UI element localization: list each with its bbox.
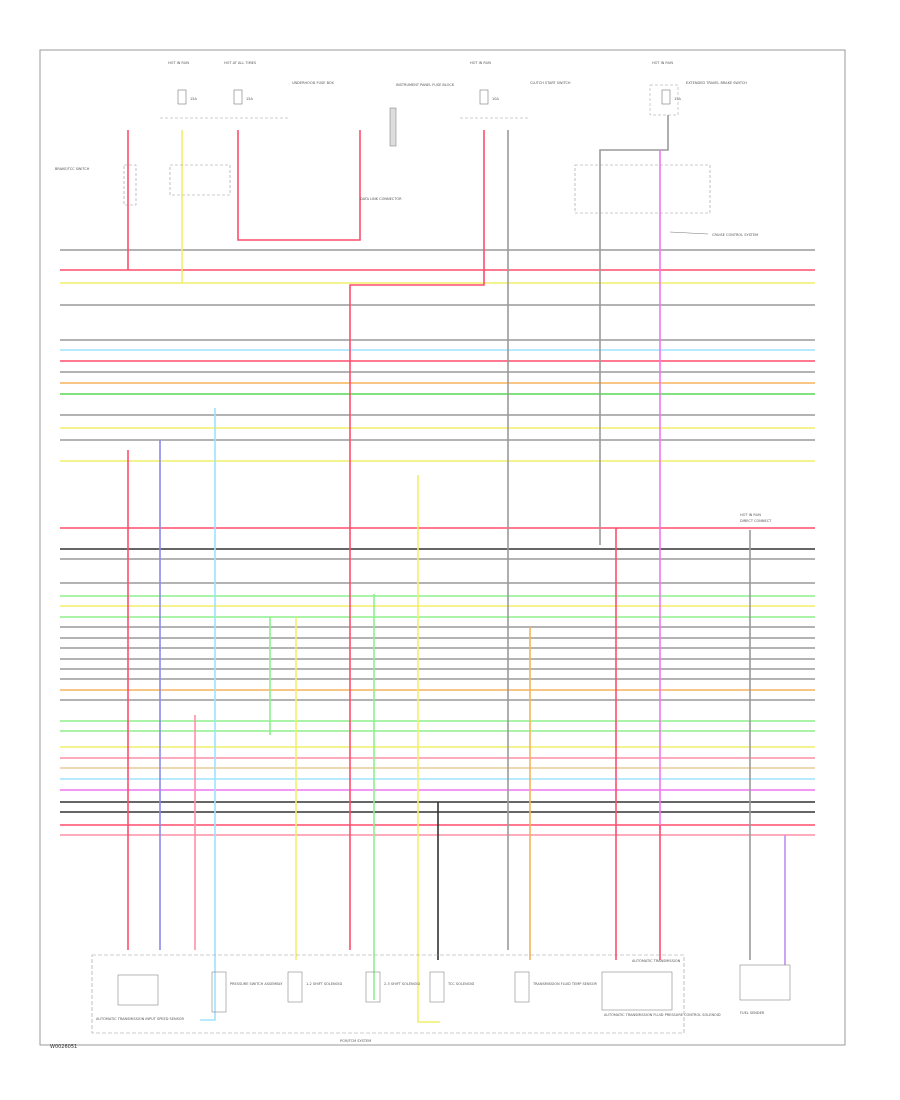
brake-tcc-switch-box: [123, 164, 137, 206]
cruise-control-label: CRUISE CONTROL SYSTEM: [712, 233, 758, 237]
bottom-comp-2-3-shift: 2-3 SHIFT SOLENOID: [384, 982, 420, 986]
top-comp-ext-brake: EXTENDED TRAVEL BRAKE SWITCH: [686, 81, 747, 85]
fuse-1: HOT IN RUN 15A: [168, 61, 197, 105]
fuse-1-rating: 15A: [190, 97, 197, 101]
vertical-wire-9: [200, 408, 216, 1021]
vertical-wire-3: [349, 130, 485, 950]
bottom-comp-fuel-sender: FUEL SENDER: [740, 1011, 765, 1015]
top-comp-clutch-start: CLUTCH START SWITCH: [530, 81, 571, 85]
fuse-2-hot-label: HOT AT ALL TIMES: [224, 61, 257, 65]
transmission-box: [91, 954, 685, 1034]
diagram-frame: [39, 49, 846, 1046]
bottom-section: AUTOMATIC TRANSMISSION AUTOMATIC TRANSMI…: [91, 954, 791, 1043]
fuse-2-rating: 15A: [246, 97, 253, 101]
vertical-wire-5: [599, 115, 669, 545]
dlc-connector: [389, 107, 397, 147]
vertical-wires: [127, 115, 786, 1023]
fuse-3: HOT IN RUN 10A: [470, 61, 499, 105]
top-comp-ip-fuse: INSTRUMENT PANEL FUSE BLOCK: [396, 83, 455, 87]
bottom-comp-1-2-shift: 1-2 SHIFT SOLENOID: [306, 982, 342, 986]
fuse-4-hot-label: HOT IN RUN: [652, 61, 673, 65]
bottom-comp-fluid-temp: TRANSMISSION FLUID TEMP SENSOR: [532, 982, 597, 986]
vertical-wire-2: [237, 130, 361, 241]
top-comp-underhood: UNDERHOOD FUSE BOX: [292, 81, 334, 85]
page-id: W0026051: [50, 1044, 77, 1050]
transmission-label: AUTOMATIC TRANSMISSION: [632, 959, 681, 963]
fuse-4: HOT IN RUN 15A: [652, 61, 681, 105]
top-comp-dlc: DATA LINK CONNECTOR: [360, 197, 402, 201]
fuse-3-hot-label: HOT IN RUN: [470, 61, 491, 65]
top-comp-brake-tcc: BRAKE/TCC SWITCH: [55, 167, 90, 171]
bottom-comp-pressure-switch: PRESSURE SWITCH ASSEMBLY: [230, 982, 283, 986]
harness-buses: [60, 249, 815, 836]
ref-label: PCM/TCM SYSTEM: [340, 1039, 371, 1043]
fuse-2: HOT AT ALL TIMES 15A: [224, 61, 257, 105]
bottom-comp-pc-solenoid: AUTOMATIC TRANSMISSION FLUID PRESSURE CO…: [604, 1013, 721, 1017]
right-hot-label: HOT IN RUN: [740, 513, 761, 517]
fuse-4-rating: 15A: [674, 97, 681, 101]
brake-switch-box: [169, 164, 231, 196]
cruise-switch-box: [574, 164, 711, 214]
top-section: HOT IN RUN 15A HOT AT ALL TIMES 15A HOT …: [55, 61, 758, 237]
right-direct-label: DIRECT CONNECT: [740, 519, 772, 523]
fuse-3-rating: 10A: [492, 97, 499, 101]
bottom-comp-input-speed: AUTOMATIC TRANSMISSION INPUT SPEED SENSO…: [96, 1017, 185, 1021]
bottom-comp-tcc: TCC SOLENOID: [447, 982, 474, 986]
vertical-wire-14: [417, 475, 440, 1023]
fuse-1-hot-label: HOT IN RUN: [168, 61, 189, 65]
